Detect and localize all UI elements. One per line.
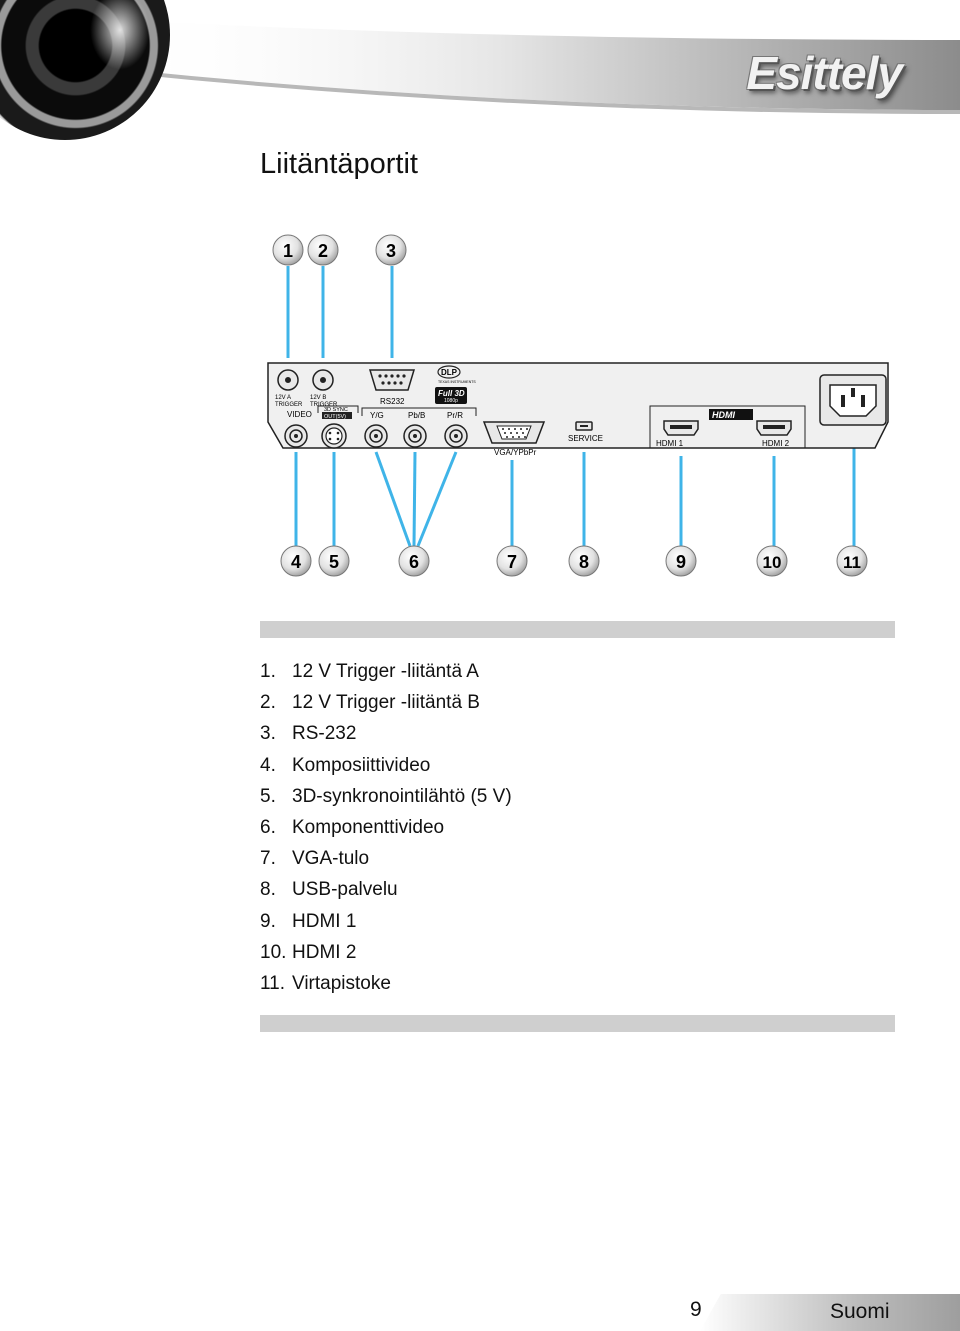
svg-text:HDMI 2: HDMI 2: [762, 439, 790, 448]
svg-text:Pb/B: Pb/B: [408, 411, 425, 420]
list-item: 6.Komponenttivideo: [260, 816, 445, 838]
callout-8: 8: [568, 545, 600, 577]
rear-panel: [267, 362, 889, 449]
hdmi-logo: HDMI: [709, 409, 753, 420]
port-list: 1.12 V Trigger -liitäntä A 2.12 V Trigge…: [260, 660, 512, 1003]
divider-bar-top: [260, 621, 895, 638]
footer-band: [700, 1294, 960, 1331]
callout-1: 1: [272, 234, 304, 266]
svg-text:10: 10: [763, 553, 782, 572]
list-item: 10.HDMI 2: [260, 941, 357, 963]
svg-text:5: 5: [329, 552, 339, 572]
svg-text:12V A: 12V A: [275, 395, 291, 401]
composite-jack: [284, 424, 308, 448]
list-item: 4.Komposiittivideo: [260, 754, 431, 776]
list-item: 7.VGA-tulo: [260, 848, 370, 870]
svg-text:HDMI 1: HDMI 1: [656, 439, 684, 448]
svg-text:3: 3: [386, 241, 396, 261]
rs232-port: [368, 369, 416, 391]
list-item: 11.Virtapistoke: [260, 972, 391, 994]
callout-6: 6: [398, 545, 430, 577]
list-item: 3.RS-232: [260, 723, 357, 745]
callout-7: 7: [496, 545, 528, 577]
callout-9: 9: [665, 545, 697, 577]
component-jack-y: [364, 424, 388, 448]
svg-text:DLP: DLP: [441, 368, 458, 377]
svg-text:1080p: 1080p: [444, 398, 458, 404]
connection-panel-diagram: 12V A TRIGGER 12V B TRIGGER RS232 DLP TE…: [267, 234, 889, 577]
power-inlet: [819, 374, 887, 426]
lens-shine: [90, 0, 150, 70]
component-jack-pr: [444, 424, 468, 448]
leader-lines: [286, 266, 856, 547]
svg-text:Y/G: Y/G: [370, 411, 384, 420]
callout-4: 4: [280, 545, 312, 577]
vga-port: [482, 421, 546, 444]
svg-text:Full 3D: Full 3D: [438, 389, 465, 398]
svg-text:7: 7: [507, 552, 517, 572]
divider-bar-bottom: [260, 1015, 895, 1032]
page-number: 9: [690, 1298, 702, 1321]
callout-10: 10: [756, 545, 788, 577]
trigger-a-jack: [277, 369, 299, 391]
header-swoosh: [120, 20, 960, 114]
svg-text:11: 11: [843, 553, 861, 572]
svg-text:Pr/R: Pr/R: [447, 411, 463, 420]
callout-5: 5: [318, 545, 350, 577]
list-item: 2.12 V Trigger -liitäntä B: [260, 692, 480, 714]
svg-text:3D SYNC: 3D SYNC: [324, 407, 348, 413]
hdmi1-port: [663, 420, 699, 436]
list-item: 8.USB-palvelu: [260, 879, 398, 901]
svg-text:HDMI: HDMI: [712, 410, 735, 420]
trigger-b-jack: [312, 369, 334, 391]
svg-text:VIDEO: VIDEO: [287, 410, 312, 419]
full3d-badge: Full 3D 1080p: [435, 387, 467, 404]
hdmi2-port: [756, 420, 792, 436]
svg-text:4: 4: [291, 552, 301, 572]
component-jack-pb: [403, 424, 427, 448]
callout-2: 2: [307, 234, 339, 266]
svg-text:SERVICE: SERVICE: [568, 434, 603, 443]
svg-text:8: 8: [579, 552, 589, 572]
language-label: Suomi: [830, 1300, 890, 1323]
svg-text:VGA/YPbPr: VGA/YPbPr: [494, 448, 537, 457]
svg-text:2: 2: [318, 241, 328, 261]
svg-text:1: 1: [283, 241, 293, 261]
callout-3: 3: [375, 234, 407, 266]
list-item: 9.HDMI 1: [260, 910, 357, 932]
section-title: Esittely: [746, 47, 903, 99]
callout-11: 11: [836, 545, 868, 577]
svg-text:TEXAS INSTRUMENTS: TEXAS INSTRUMENTS: [438, 380, 476, 384]
list-item: 1.12 V Trigger -liitäntä A: [260, 661, 479, 682]
sync-out-jack: [321, 423, 347, 449]
svg-text:6: 6: [409, 552, 419, 572]
svg-text:12V B: 12V B: [310, 395, 326, 401]
svg-text:RS232: RS232: [380, 397, 405, 406]
page-title: Liitäntäportit: [260, 148, 418, 180]
svg-text:9: 9: [676, 552, 686, 572]
svg-text:TRIGGER: TRIGGER: [275, 402, 303, 408]
list-item: 5.3D-synkronointilähtö (5 V): [260, 785, 512, 807]
dlp-logo: DLP TEXAS INSTRUMENTS: [437, 365, 476, 384]
svg-text:OUT(5V): OUT(5V): [324, 414, 346, 420]
usb-service-port: [575, 421, 593, 431]
svg-text:TRIGGER: TRIGGER: [310, 402, 338, 408]
